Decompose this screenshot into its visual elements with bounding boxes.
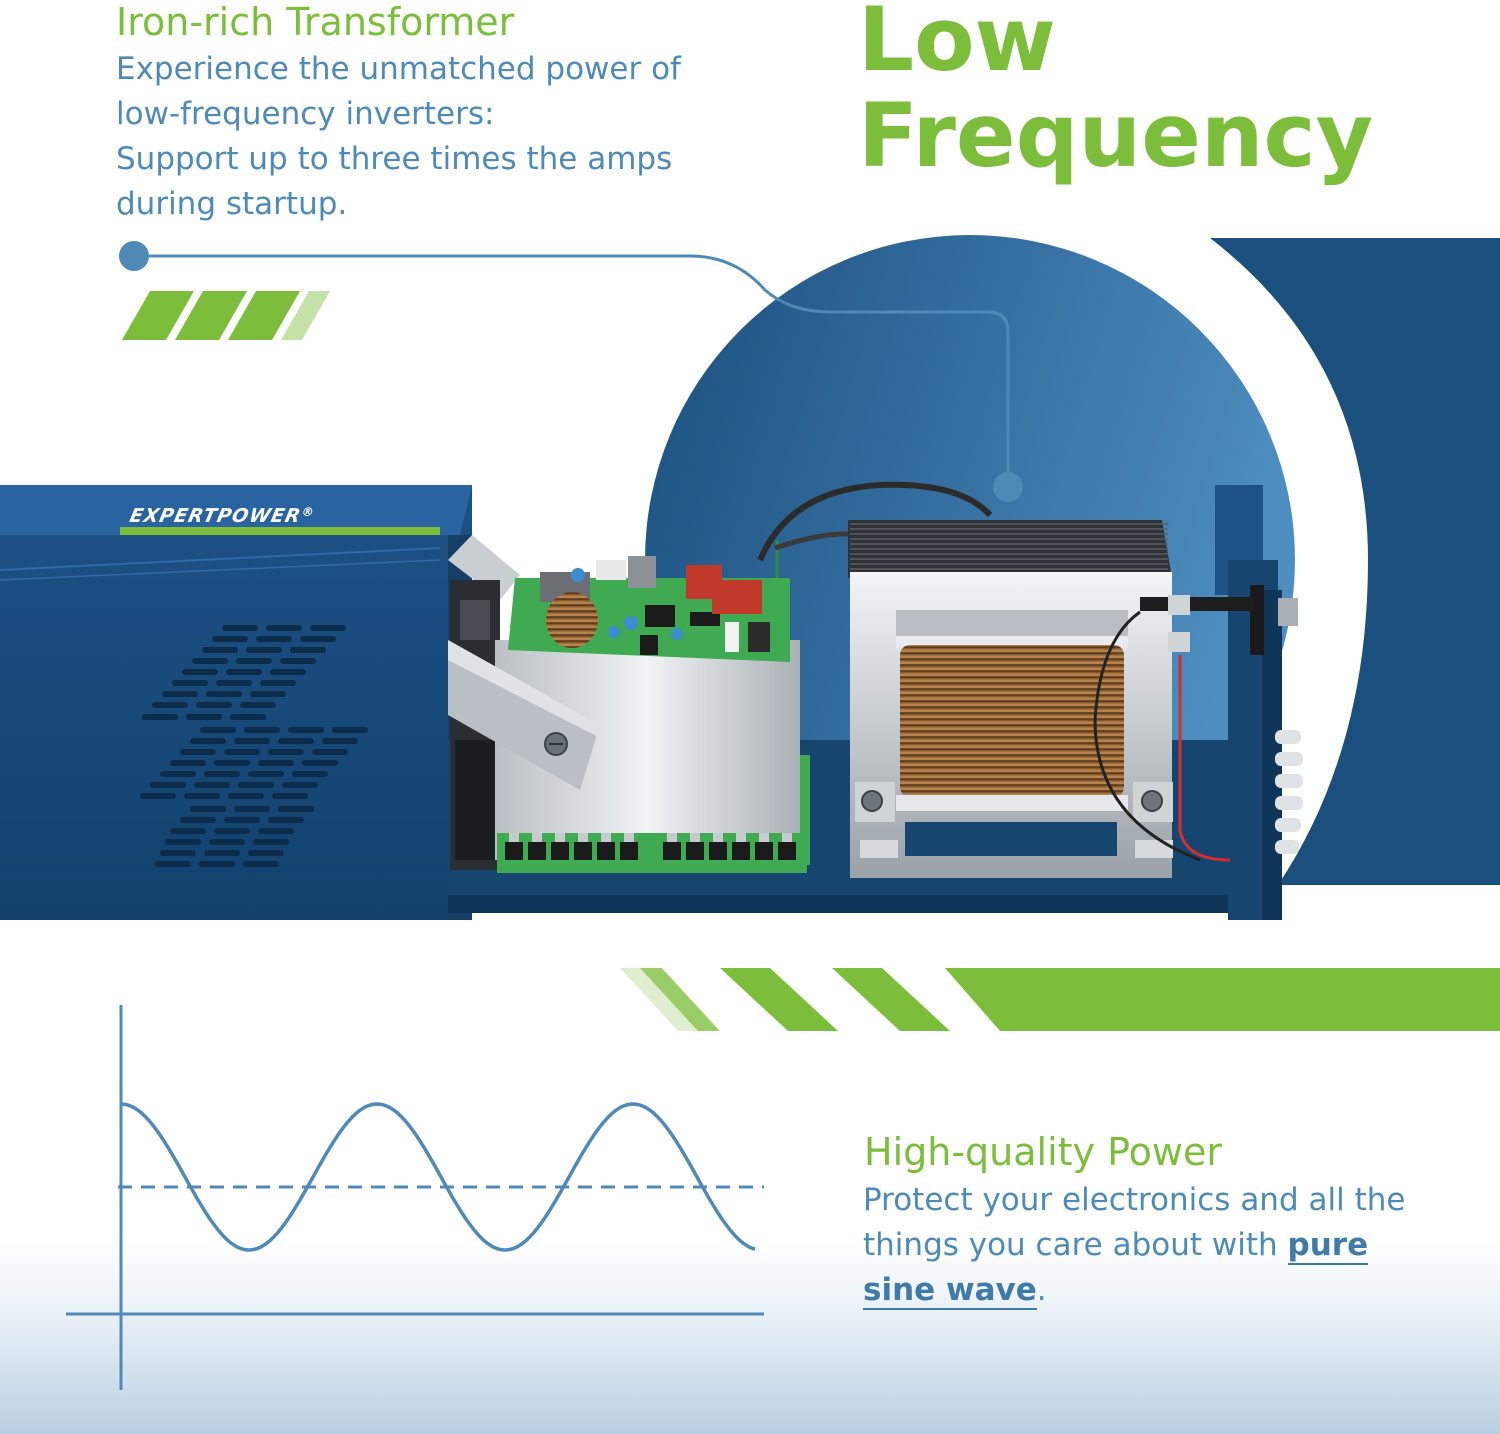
vent-grille bbox=[140, 625, 368, 867]
tray-edge bbox=[448, 895, 1248, 913]
connector-dot-icon bbox=[119, 241, 149, 271]
pure-sine-wave-emphasis-1: pure bbox=[1287, 1227, 1369, 1265]
wire-black-transformer bbox=[1093, 610, 1201, 862]
connector-dot-icon bbox=[993, 472, 1023, 502]
feature-bottom-period: . bbox=[1036, 1272, 1047, 1308]
circuit-board bbox=[497, 540, 810, 873]
silver-chassis bbox=[448, 640, 800, 860]
feature-top-line-3: Support up to three times the amps bbox=[116, 141, 673, 177]
wire-black-upper bbox=[757, 481, 993, 562]
brand-logo: EXPERTPOWER® bbox=[128, 505, 317, 527]
feature-top-line-1: Experience the unmatched power of bbox=[116, 51, 681, 87]
green-stripes-top bbox=[122, 291, 330, 340]
background-arc bbox=[1210, 238, 1500, 885]
headline-line-2: Frequency bbox=[858, 84, 1374, 187]
feature-bottom-line-2-text: things you care about with bbox=[863, 1227, 1288, 1263]
feature-bottom-title: High-quality Power bbox=[864, 1130, 1223, 1174]
transformer bbox=[848, 520, 1173, 878]
sine-wave-icon bbox=[66, 1005, 764, 1390]
headline-line-1: Low bbox=[858, 0, 1056, 91]
pure-sine-wave-emphasis-2: sine wave bbox=[863, 1272, 1037, 1310]
heatsink-block bbox=[448, 535, 520, 870]
feature-bottom-line-2: things you care about with pure bbox=[863, 1223, 1369, 1268]
feature-top-line-4: during startup. bbox=[116, 186, 348, 222]
wire-red bbox=[1178, 655, 1231, 862]
green-stripes-middle bbox=[620, 968, 1500, 1031]
feature-bottom-line-3: sine wave. bbox=[863, 1268, 1047, 1313]
feature-top-title: Iron-rich Transformer bbox=[116, 0, 515, 44]
callout-connector-line bbox=[134, 254, 1010, 487]
feature-top-line-2: low-frequency inverters: bbox=[116, 96, 495, 132]
inverter-housing bbox=[0, 485, 472, 920]
brand-logo-text: EXPERTPOWER bbox=[127, 505, 304, 527]
end-plate bbox=[1140, 485, 1303, 920]
feature-bottom-line-1: Protect your electronics and all the bbox=[863, 1182, 1406, 1218]
